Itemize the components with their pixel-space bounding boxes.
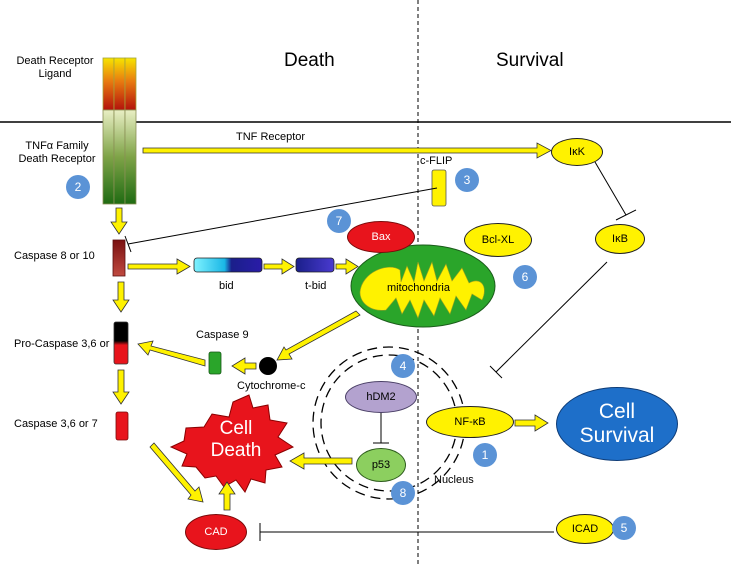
tnf-receptor-label: TNF Receptor — [236, 131, 306, 143]
death-receptor-ligand-label: Death Receptor Ligand — [16, 55, 94, 80]
caspase-9-label: Caspase 9 — [196, 329, 249, 341]
survival-header: Survival — [496, 50, 564, 71]
caspase-8-10-shape — [112, 239, 126, 277]
badge-6: 6 — [513, 265, 537, 289]
badge-2: 2 — [66, 175, 90, 199]
p53-node: p53 — [356, 448, 406, 482]
ikb-label: IκB — [612, 233, 628, 245]
cell-survival-label: Cell Survival — [579, 400, 655, 447]
death-header: Death — [284, 50, 335, 71]
badge-5: 5 — [612, 516, 636, 540]
caspase-3-6-7-label: Caspase 3,6 or 7 — [14, 418, 98, 430]
cell-survival-node: Cell Survival — [556, 387, 678, 461]
caspase-3-6-7-shape — [115, 411, 129, 441]
mitochondria-label: mitochondria — [387, 282, 450, 294]
ikk-label: IκK — [569, 146, 585, 158]
tnf-family-receptor-label: TNFα Family Death Receptor — [18, 140, 96, 165]
cflip-label: c-FLIP — [420, 155, 453, 167]
cad-label: CAD — [204, 526, 228, 538]
icad-node: ICAD — [556, 514, 614, 544]
hdm2-node: hDM2 — [345, 381, 417, 413]
tbid-shape — [295, 257, 335, 273]
nucleus-label: Nucleus — [434, 474, 474, 486]
ikk-node: IκK — [551, 138, 603, 166]
bid-shape — [193, 257, 263, 273]
mitochondria-shape — [350, 244, 496, 328]
death-receptor-ligand-shape — [102, 57, 137, 111]
p53-label: p53 — [371, 459, 391, 471]
tbid-label: t-bid — [305, 280, 327, 292]
cell-death-star — [169, 394, 295, 493]
hdm2-label: hDM2 — [366, 391, 396, 403]
inhibition-lines — [124, 161, 637, 541]
ikb-node: IκB — [595, 224, 645, 254]
caspase-8-10-label: Caspase 8 or 10 — [14, 250, 95, 262]
cflip-shape — [431, 169, 447, 207]
bclxl-label: Bcl-XL — [481, 234, 515, 246]
badge-3: 3 — [455, 168, 479, 192]
bax-label: Bax — [371, 231, 391, 243]
bax-node: Bax — [347, 221, 415, 253]
cytochrome-c-shape — [259, 357, 277, 375]
activation-arrows — [110, 142, 552, 511]
badge-7: 7 — [327, 209, 351, 233]
caspase-9-shape — [208, 351, 222, 375]
nfkb-label: NF-κB — [454, 416, 486, 428]
pro-caspase-shape — [113, 321, 129, 365]
tnf-family-death-receptor-shape — [102, 109, 137, 205]
badge-8: 8 — [391, 481, 415, 505]
pro-caspase-label: Pro-Caspase 3,6 or 7 — [14, 338, 113, 350]
icad-label: ICAD — [571, 523, 599, 535]
badge-1: 1 — [473, 443, 497, 467]
bclxl-node: Bcl-XL — [464, 223, 532, 257]
nfkb-node: NF-κB — [426, 406, 514, 438]
cell-death-label: Cell Death — [210, 418, 262, 461]
badge-4: 4 — [391, 354, 415, 378]
cad-node: CAD — [185, 514, 247, 550]
cytochrome-c-label: Cytochrome-c — [237, 380, 306, 392]
bid-label: bid — [219, 280, 234, 292]
